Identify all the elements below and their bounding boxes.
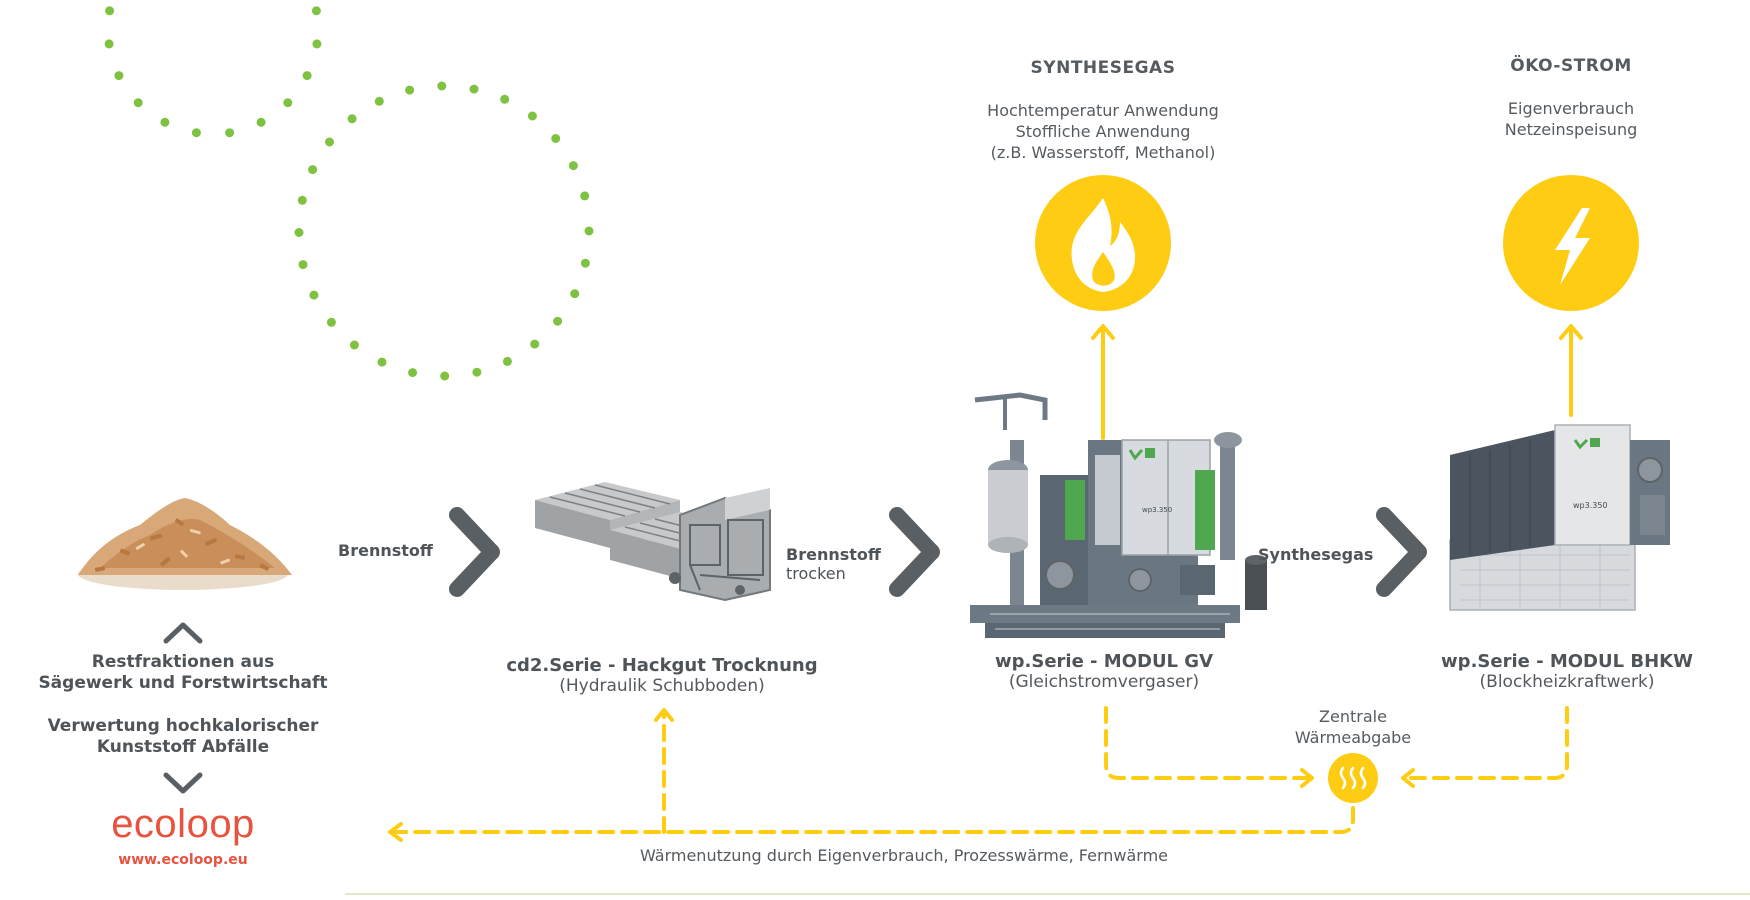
- ecoloop-url-link[interactable]: www.ecoloop.eu: [118, 852, 248, 868]
- plastic-line: Kunststoff Abfälle: [96, 737, 270, 757]
- flow-chevron-icon: [449, 507, 500, 597]
- decorative-dot: [114, 71, 124, 81]
- chp-title: wp.Serie - MODUL BHKW: [1441, 651, 1693, 672]
- bottom-divider: [345, 893, 1750, 895]
- decorative-dot: [312, 39, 322, 49]
- decorative-dotted-circles: [104, 6, 594, 381]
- decorative-dot: [527, 111, 537, 121]
- decorative-dot: [580, 258, 590, 268]
- central-heat-line: Zentrale: [1319, 707, 1387, 726]
- heat-flow-lines: [391, 706, 1569, 834]
- decorative-dot: [500, 94, 510, 104]
- decorative-dot: [570, 289, 580, 299]
- oeko-strom-title: ÖKO-STROM: [1510, 56, 1632, 76]
- flame-icon: [1035, 175, 1171, 311]
- flow-label-synthesegas: Synthesegas: [1258, 545, 1374, 564]
- decorative-dot: [440, 371, 450, 381]
- decorative-dot: [225, 128, 235, 138]
- decorative-dot: [133, 98, 143, 108]
- woodchip-pile-image: [78, 498, 292, 590]
- dryer-title: cd2.Serie - Hackgut Trocknung: [506, 655, 818, 676]
- synthesegas-title: SYNTHESEGAS: [1030, 58, 1176, 78]
- oeko-strom-description: Eigenverbrauch Netzeinspeisung: [1505, 98, 1637, 140]
- decorative-dot: [584, 226, 594, 236]
- decorative-dot: [374, 96, 384, 106]
- decorative-dot: [553, 316, 563, 326]
- chevron-up-icon: [163, 622, 203, 644]
- decorative-dot: [580, 191, 590, 201]
- decorative-dot: [568, 161, 578, 171]
- decorative-dot: [347, 114, 357, 124]
- synthesegas-line: (z.B. Wasserstoff, Methanol): [990, 143, 1216, 162]
- decorative-dot: [298, 260, 308, 270]
- flow-chevron-icon: [1376, 507, 1427, 597]
- ecoloop-logo: ecoloop: [111, 802, 255, 846]
- central-heat-label: Zentrale Wärmeabgabe: [1295, 706, 1411, 748]
- lightning-icon: [1503, 175, 1639, 311]
- gasifier-title: wp.Serie - MODUL GV: [995, 651, 1213, 672]
- output-arrow-icon: [1559, 324, 1583, 417]
- flow-label-brennstoff-trocken: Brennstoff: [786, 545, 881, 564]
- synthesegas-line: Hochtemperatur Anwendung: [987, 101, 1219, 120]
- decorative-dot: [302, 71, 312, 81]
- dryer-subtitle: (Hydraulik Schubboden): [559, 676, 765, 696]
- synthesegas-line: Stoffliche Anwendung: [1015, 122, 1191, 141]
- heat-arrowheads: [388, 708, 1415, 842]
- gasifier-panel-label: wp3.350: [1142, 506, 1172, 514]
- decorative-dot: [405, 85, 415, 95]
- decorative-dot: [256, 117, 266, 127]
- decorative-dot: [437, 81, 447, 91]
- decorative-dot: [377, 357, 387, 367]
- flow-label-brennstoff: Brennstoff: [338, 541, 433, 560]
- decorative-dot: [294, 228, 304, 237]
- synthesegas-description: Hochtemperatur Anwendung Stoffliche Anwe…: [987, 100, 1219, 163]
- dryer-machine-image: [535, 482, 771, 602]
- chp-panel-label: wp3.350: [1573, 501, 1608, 510]
- decorative-dot: [311, 6, 321, 16]
- decorative-dot: [502, 356, 512, 366]
- oeko-strom-line: Netzeinspeisung: [1504, 120, 1638, 139]
- decorative-dot: [472, 367, 482, 377]
- decorative-dot: [349, 340, 359, 350]
- decorative-dot: [325, 137, 334, 147]
- feedstock-line: Restfraktionen aus: [91, 652, 275, 672]
- plastic-line: Verwertung hochkalorischer: [47, 716, 319, 736]
- decorative-dot: [105, 6, 115, 16]
- decorative-dot: [469, 84, 479, 94]
- decorative-dot: [408, 368, 418, 378]
- gasifier-machine-image: wp3.350: [970, 392, 1267, 638]
- decorative-dot: [191, 128, 201, 138]
- gasifier-subtitle: (Gleichstromvergaser): [1008, 672, 1200, 692]
- chevron-down-icon: [163, 772, 203, 794]
- feedstock-line: Sägewerk und Forstwirtschaft: [38, 673, 328, 693]
- decorative-dot: [551, 134, 561, 143]
- decorative-dot: [309, 290, 319, 300]
- decorative-dot: [160, 117, 170, 127]
- plastic-waste-title: Verwertung hochkalorischer Kunststoff Ab…: [48, 716, 319, 758]
- decorative-dot: [283, 98, 293, 108]
- decorative-dot: [297, 195, 307, 205]
- oeko-strom-line: Eigenverbrauch: [1507, 99, 1635, 118]
- output-arrow-icon: [1091, 324, 1115, 440]
- heat-waves-icon: [1328, 753, 1378, 803]
- chp-subtitle: (Blockheizkraftwerk): [1479, 672, 1655, 692]
- decorative-dot: [326, 317, 336, 327]
- decorative-dot: [104, 39, 114, 49]
- flow-label-trocken: trocken: [786, 564, 846, 583]
- decorative-dot: [308, 165, 318, 175]
- flow-chevron-icon: [889, 507, 940, 597]
- decorative-dot: [530, 339, 540, 349]
- heat-usage-label: Wärmenutzung durch Eigenverbrauch, Proze…: [639, 846, 1169, 865]
- central-heat-line: Wärmeabgabe: [1294, 728, 1412, 747]
- feedstock-title: Restfraktionen aus Sägewerk und Forstwir…: [38, 652, 327, 694]
- chp-machine-image: wp3.350: [1449, 424, 1670, 611]
